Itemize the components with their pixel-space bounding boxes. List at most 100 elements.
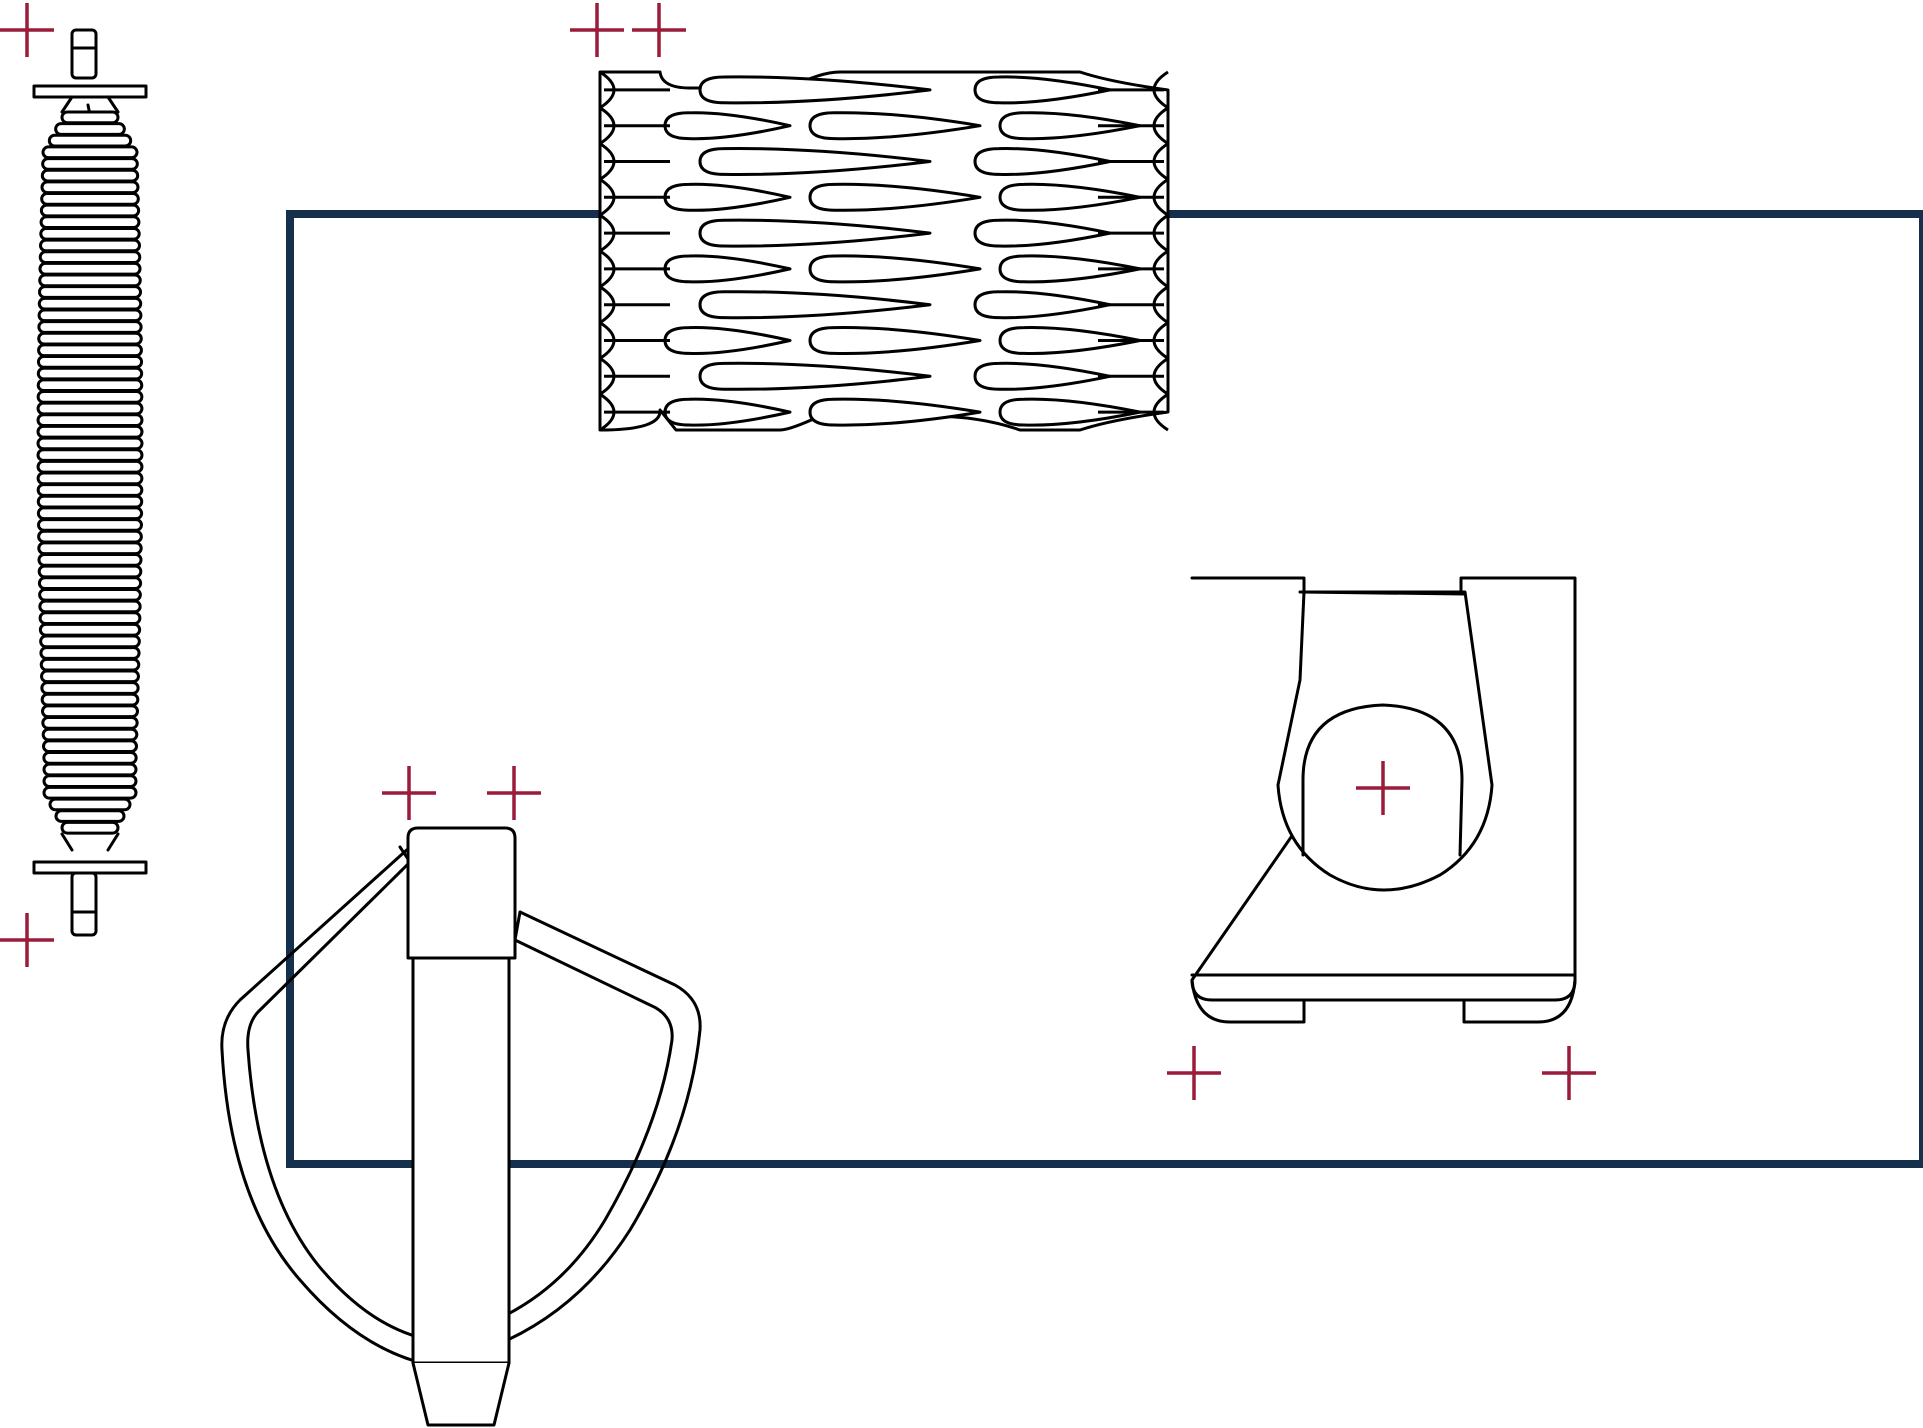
- mesh-grid-icon: [598, 70, 1170, 432]
- spring-coil: [38, 622, 142, 637]
- mesh-cell: [808, 111, 982, 141]
- spring-coil: [54, 809, 126, 823]
- spring-coil: [39, 226, 141, 241]
- spring-coil: [36, 366, 144, 381]
- spring-coil: [42, 739, 138, 754]
- spring-coil: [36, 389, 144, 404]
- spring-coil: [37, 285, 143, 299]
- clip-lip-right: [1462, 978, 1577, 1024]
- spring-top-plate: [32, 84, 148, 99]
- spring-coil: [40, 180, 140, 195]
- spring-coil: [41, 704, 139, 719]
- mesh-rows: [598, 70, 1170, 432]
- mesh-cell: [808, 326, 982, 355]
- spring-coil: [39, 634, 141, 649]
- mesh-cell: [663, 397, 792, 427]
- mesh-cell: [663, 326, 792, 355]
- spring-coil: [38, 599, 142, 614]
- spring-coil: [48, 797, 132, 812]
- spring-coil: [39, 215, 141, 230]
- spring-coil: [40, 669, 140, 684]
- mesh-cell: [698, 75, 932, 105]
- spring-coil: [37, 529, 143, 544]
- spring-coil: [41, 716, 139, 730]
- crosshair-icon: [632, 3, 686, 57]
- crosshair-icon: [1356, 761, 1410, 815]
- mesh-cell: [698, 218, 932, 248]
- spring-coil: [37, 518, 143, 532]
- crosshair-icon: [0, 913, 54, 967]
- mesh-cell: [698, 290, 932, 320]
- spring-bottom-plate: [32, 860, 148, 875]
- mesh-cell: [663, 182, 792, 212]
- spring-coil: [37, 320, 143, 334]
- spring-coil: [60, 110, 120, 125]
- spring-coil: [36, 401, 144, 416]
- spring-coil: [38, 261, 142, 276]
- crosshair-markers: [0, 3, 1596, 1100]
- mesh-cell: [808, 182, 982, 212]
- clip-hole: [1301, 703, 1464, 857]
- spring-coil: [47, 133, 133, 148]
- crosshair-icon: [1167, 1046, 1221, 1100]
- crosshair-icon: [0, 3, 54, 57]
- spring-coil: [42, 785, 138, 800]
- spring-coil: [42, 750, 138, 765]
- crosshair-icon: [487, 766, 541, 820]
- spring-coil: [37, 564, 143, 579]
- spring-coil: [37, 331, 143, 346]
- spring-coil: [37, 296, 143, 311]
- spring-coil: [37, 343, 143, 358]
- spring-coil: [40, 681, 140, 695]
- clip-lip-left: [1190, 978, 1306, 1024]
- spring-coil: [37, 541, 143, 556]
- spring-coil: [38, 250, 142, 264]
- spring-coil: [36, 355, 144, 369]
- spring-coil: [36, 413, 144, 427]
- linch-pin-icon: [220, 826, 702, 1427]
- spring-coil: [37, 553, 143, 567]
- spring-coil: [41, 727, 139, 742]
- mesh-cell: [698, 147, 932, 176]
- spring-top-hook: [60, 95, 120, 114]
- spring-coil: [40, 168, 140, 183]
- spring-coil: [42, 774, 138, 788]
- spring-coil: [36, 436, 144, 451]
- crosshair-icon: [1542, 1046, 1596, 1100]
- spring-coil: [54, 122, 126, 136]
- spring-coil: [36, 448, 144, 462]
- spring-coil: [41, 145, 139, 160]
- spring-coil: [36, 378, 144, 393]
- spring-coil: [60, 820, 120, 835]
- spring-coil: [40, 192, 140, 206]
- pin-shaft: [411, 956, 511, 1365]
- spring-coil: [40, 692, 140, 707]
- spring-coil: [39, 203, 141, 218]
- mesh-cell: [808, 254, 982, 284]
- spring-coil: [39, 646, 141, 660]
- spring-coil: [41, 157, 139, 171]
- spring-coil: [39, 657, 141, 672]
- spring-coils: [36, 110, 144, 835]
- spring-coil: [36, 483, 144, 497]
- spring-coil: [36, 459, 144, 474]
- mesh-cell: [698, 361, 932, 391]
- clip-tongue-top: [1298, 590, 1467, 596]
- spring-coil: [38, 611, 142, 625]
- spring-coil: [36, 471, 144, 486]
- spring-coil: [38, 238, 142, 253]
- spring-coil: [37, 576, 143, 591]
- clip-tongue: [1276, 590, 1494, 892]
- mesh-cell: [808, 397, 982, 427]
- mesh-cell: [663, 254, 792, 284]
- spring-coil: [36, 424, 144, 439]
- spring-coil: [42, 762, 138, 777]
- coil-spring-icon: [32, 28, 148, 937]
- crosshair-icon: [382, 766, 436, 820]
- spring-bottom-hook: [60, 832, 120, 852]
- mesh-cell: [663, 111, 792, 141]
- pin-head: [406, 826, 517, 960]
- spring-top-stud: [70, 28, 98, 80]
- spring-coil: [37, 308, 143, 323]
